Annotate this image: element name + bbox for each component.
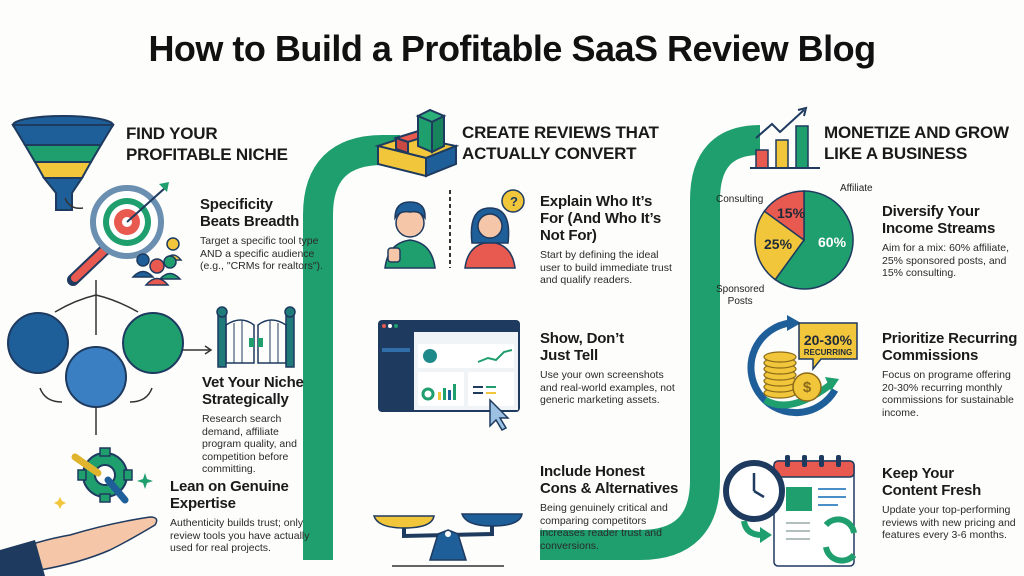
section-1-title: FIND YOUR PROFITABLE NICHE — [126, 124, 288, 164]
item-title: Vet Your Niche Strategically — [202, 374, 304, 408]
item-title: Specificity Beats Breadth — [200, 196, 300, 230]
building-blocks-icon — [374, 108, 460, 178]
pie-legend-consulting: Consulting — [716, 194, 764, 205]
growth-chart-icon — [750, 106, 820, 169]
item-desc: Being genuinely critical and comparing c… — [540, 502, 668, 552]
item-honest-cons: Include Honest Cons & Alternatives Being… — [540, 463, 680, 552]
pie-legend-sponsored: Sponsored Posts — [716, 284, 765, 307]
dollar-sign: $ — [802, 379, 812, 396]
item-desc: Start by defining the ideal user to buil… — [540, 249, 672, 286]
pie-label-affiliate-pct: 60% — [818, 234, 847, 250]
target-magnifier-icon — [64, 182, 183, 286]
item-desc: Authenticity builds trust; only review t… — [170, 517, 310, 554]
item-desc: Target a specific tool type AND a specif… — [200, 235, 323, 272]
income-pie-chart-icon — [754, 190, 854, 290]
funnel-icon — [11, 115, 115, 211]
item-recurring: Prioritize Recurring Commissions Focus o… — [882, 330, 1024, 419]
question-mark: ? — [510, 194, 518, 209]
clock-calendar-refresh-icon — [723, 455, 857, 567]
page-title: How to Build a Profitable SaaS Review Bl… — [148, 28, 876, 69]
recurring-coins-icon — [747, 315, 858, 417]
people-compare-icon — [384, 189, 525, 269]
item-desc: Aim for a mix: 60% affiliate, 25% sponso… — [882, 242, 1010, 279]
circles-flow-icon — [7, 280, 213, 435]
recurring-badge: 20-30% RECURRING — [803, 332, 853, 358]
item-desc: Research search demand, affiliate progra… — [202, 413, 297, 475]
item-title: Show, Don’t Just Tell — [540, 330, 624, 364]
item-title: Prioritize Recurring Commissions — [882, 330, 1018, 364]
item-title: Lean on Genuine Expertise — [170, 478, 289, 512]
item-specificity: Specificity Beats Breadth Target a speci… — [200, 196, 325, 273]
dashboard-screenshot-icon — [378, 320, 520, 431]
item-title: Diversify Your Income Streams — [882, 203, 996, 237]
item-desc: Update your top-performing reviews with … — [882, 504, 1016, 541]
pie-label-sponsored-pct: 25% — [764, 236, 793, 252]
item-diversify: Diversify Your Income Streams Aim for a … — [882, 203, 1022, 280]
pie-label-consulting-pct: 15% — [777, 205, 806, 221]
item-show-dont-tell: Show, Don’t Just Tell Use your own scree… — [540, 330, 675, 407]
item-title: Explain Who It’s For (And Who It’s Not F… — [540, 193, 662, 244]
item-title: Keep Your Content Fresh — [882, 465, 982, 499]
pie-legend-affiliate: Affiliate — [840, 183, 873, 194]
section-3-title: MONETIZE AND GROW LIKE A BUSINESS — [824, 123, 1009, 163]
item-title: Include Honest Cons & Alternatives — [540, 463, 679, 497]
item-desc: Focus on programe offering 20-30% recurr… — [882, 369, 1014, 419]
item-vet-niche: Vet Your Niche Strategically Research se… — [202, 374, 317, 476]
balance-scale-icon — [372, 513, 523, 567]
gate-icon — [216, 306, 296, 368]
item-expertise: Lean on Genuine Expertise Authenticity b… — [170, 478, 320, 555]
item-content-fresh: Keep Your Content Fresh Update your top-… — [882, 465, 1024, 542]
wrench-gear-hand-icon — [0, 447, 158, 576]
section-2-title: CREATE REVIEWS THAT ACTUALLY CONVERT — [462, 123, 659, 163]
item-who-its-for: Explain Who It’s For (And Who It’s Not F… — [540, 193, 675, 287]
item-desc: Use your own screenshots and real-world … — [540, 369, 675, 406]
